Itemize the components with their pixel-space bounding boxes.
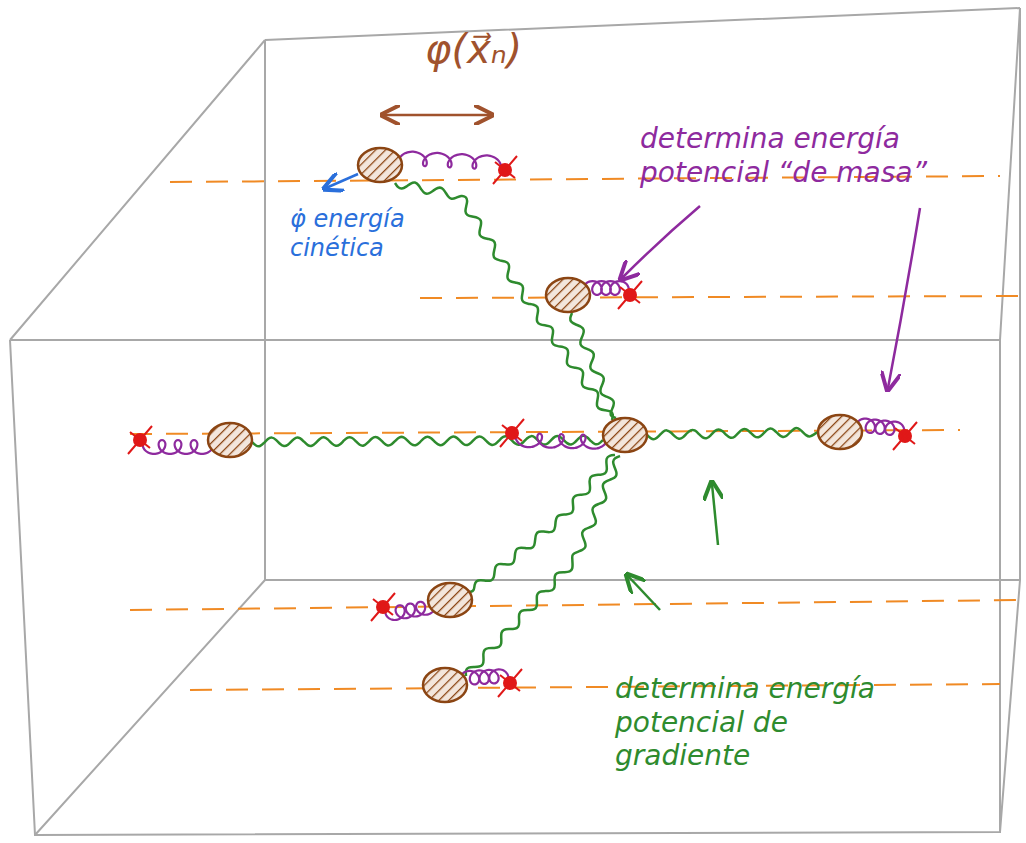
anchor-point — [893, 422, 917, 450]
field-label: φ(x⃗ₙ) — [425, 25, 575, 73]
field-mass — [603, 418, 647, 452]
anchor-point — [371, 593, 395, 621]
anchor-cross — [500, 419, 524, 447]
gradient-coupling — [466, 456, 620, 676]
gradient-coupling — [647, 428, 818, 439]
anchor-point — [493, 156, 517, 184]
mass-spring — [143, 440, 214, 454]
pointer-arrow — [628, 576, 660, 610]
anchor-point — [618, 281, 642, 309]
anchor-cross — [893, 422, 917, 450]
mass-note: determina energía potencial “de masa” — [640, 122, 985, 189]
cube-edges — [10, 8, 1020, 835]
anchor-cross — [618, 281, 642, 309]
mass-springs — [143, 152, 905, 685]
gradient-coupling — [470, 455, 615, 592]
lattice-line — [420, 296, 1020, 298]
anchor-cross — [498, 669, 522, 697]
gradient-coupling — [252, 436, 603, 446]
cube-front — [10, 340, 1000, 835]
field-mass — [423, 668, 467, 702]
field-mass — [208, 423, 252, 457]
gradient-coupling — [570, 313, 616, 418]
pointer-arrow — [712, 484, 718, 545]
gradient-note: determina energía potencial de gradiente — [615, 672, 915, 773]
lattice-line — [190, 684, 1000, 690]
kinetic-note: φ̇ energía cinética — [290, 205, 440, 263]
field-masses — [208, 148, 862, 702]
anchor-point — [498, 669, 522, 697]
field-mass — [546, 278, 590, 312]
pointer-arrow — [622, 206, 700, 278]
anchor-cross — [493, 156, 517, 184]
mass-spring — [398, 152, 501, 170]
field-mass — [428, 583, 472, 617]
anchor-cross — [128, 426, 152, 454]
cube-outline — [10, 8, 1020, 835]
anchor-points — [128, 156, 917, 697]
displacement-arrow — [384, 114, 490, 117]
lattice-lines — [130, 176, 1020, 690]
lattice-line — [130, 600, 1020, 610]
velocity-arrow — [326, 174, 358, 188]
anchor-point — [500, 419, 524, 447]
gradient-coupling — [395, 183, 613, 420]
pointer-arrow — [888, 208, 920, 388]
cube-back — [265, 8, 1020, 580]
anchor-point — [128, 426, 152, 454]
anchor-cross — [371, 593, 395, 621]
field-mass — [818, 415, 862, 449]
field-mass — [358, 148, 402, 182]
mass-spring — [516, 433, 608, 449]
gradient-couplings — [252, 183, 818, 676]
